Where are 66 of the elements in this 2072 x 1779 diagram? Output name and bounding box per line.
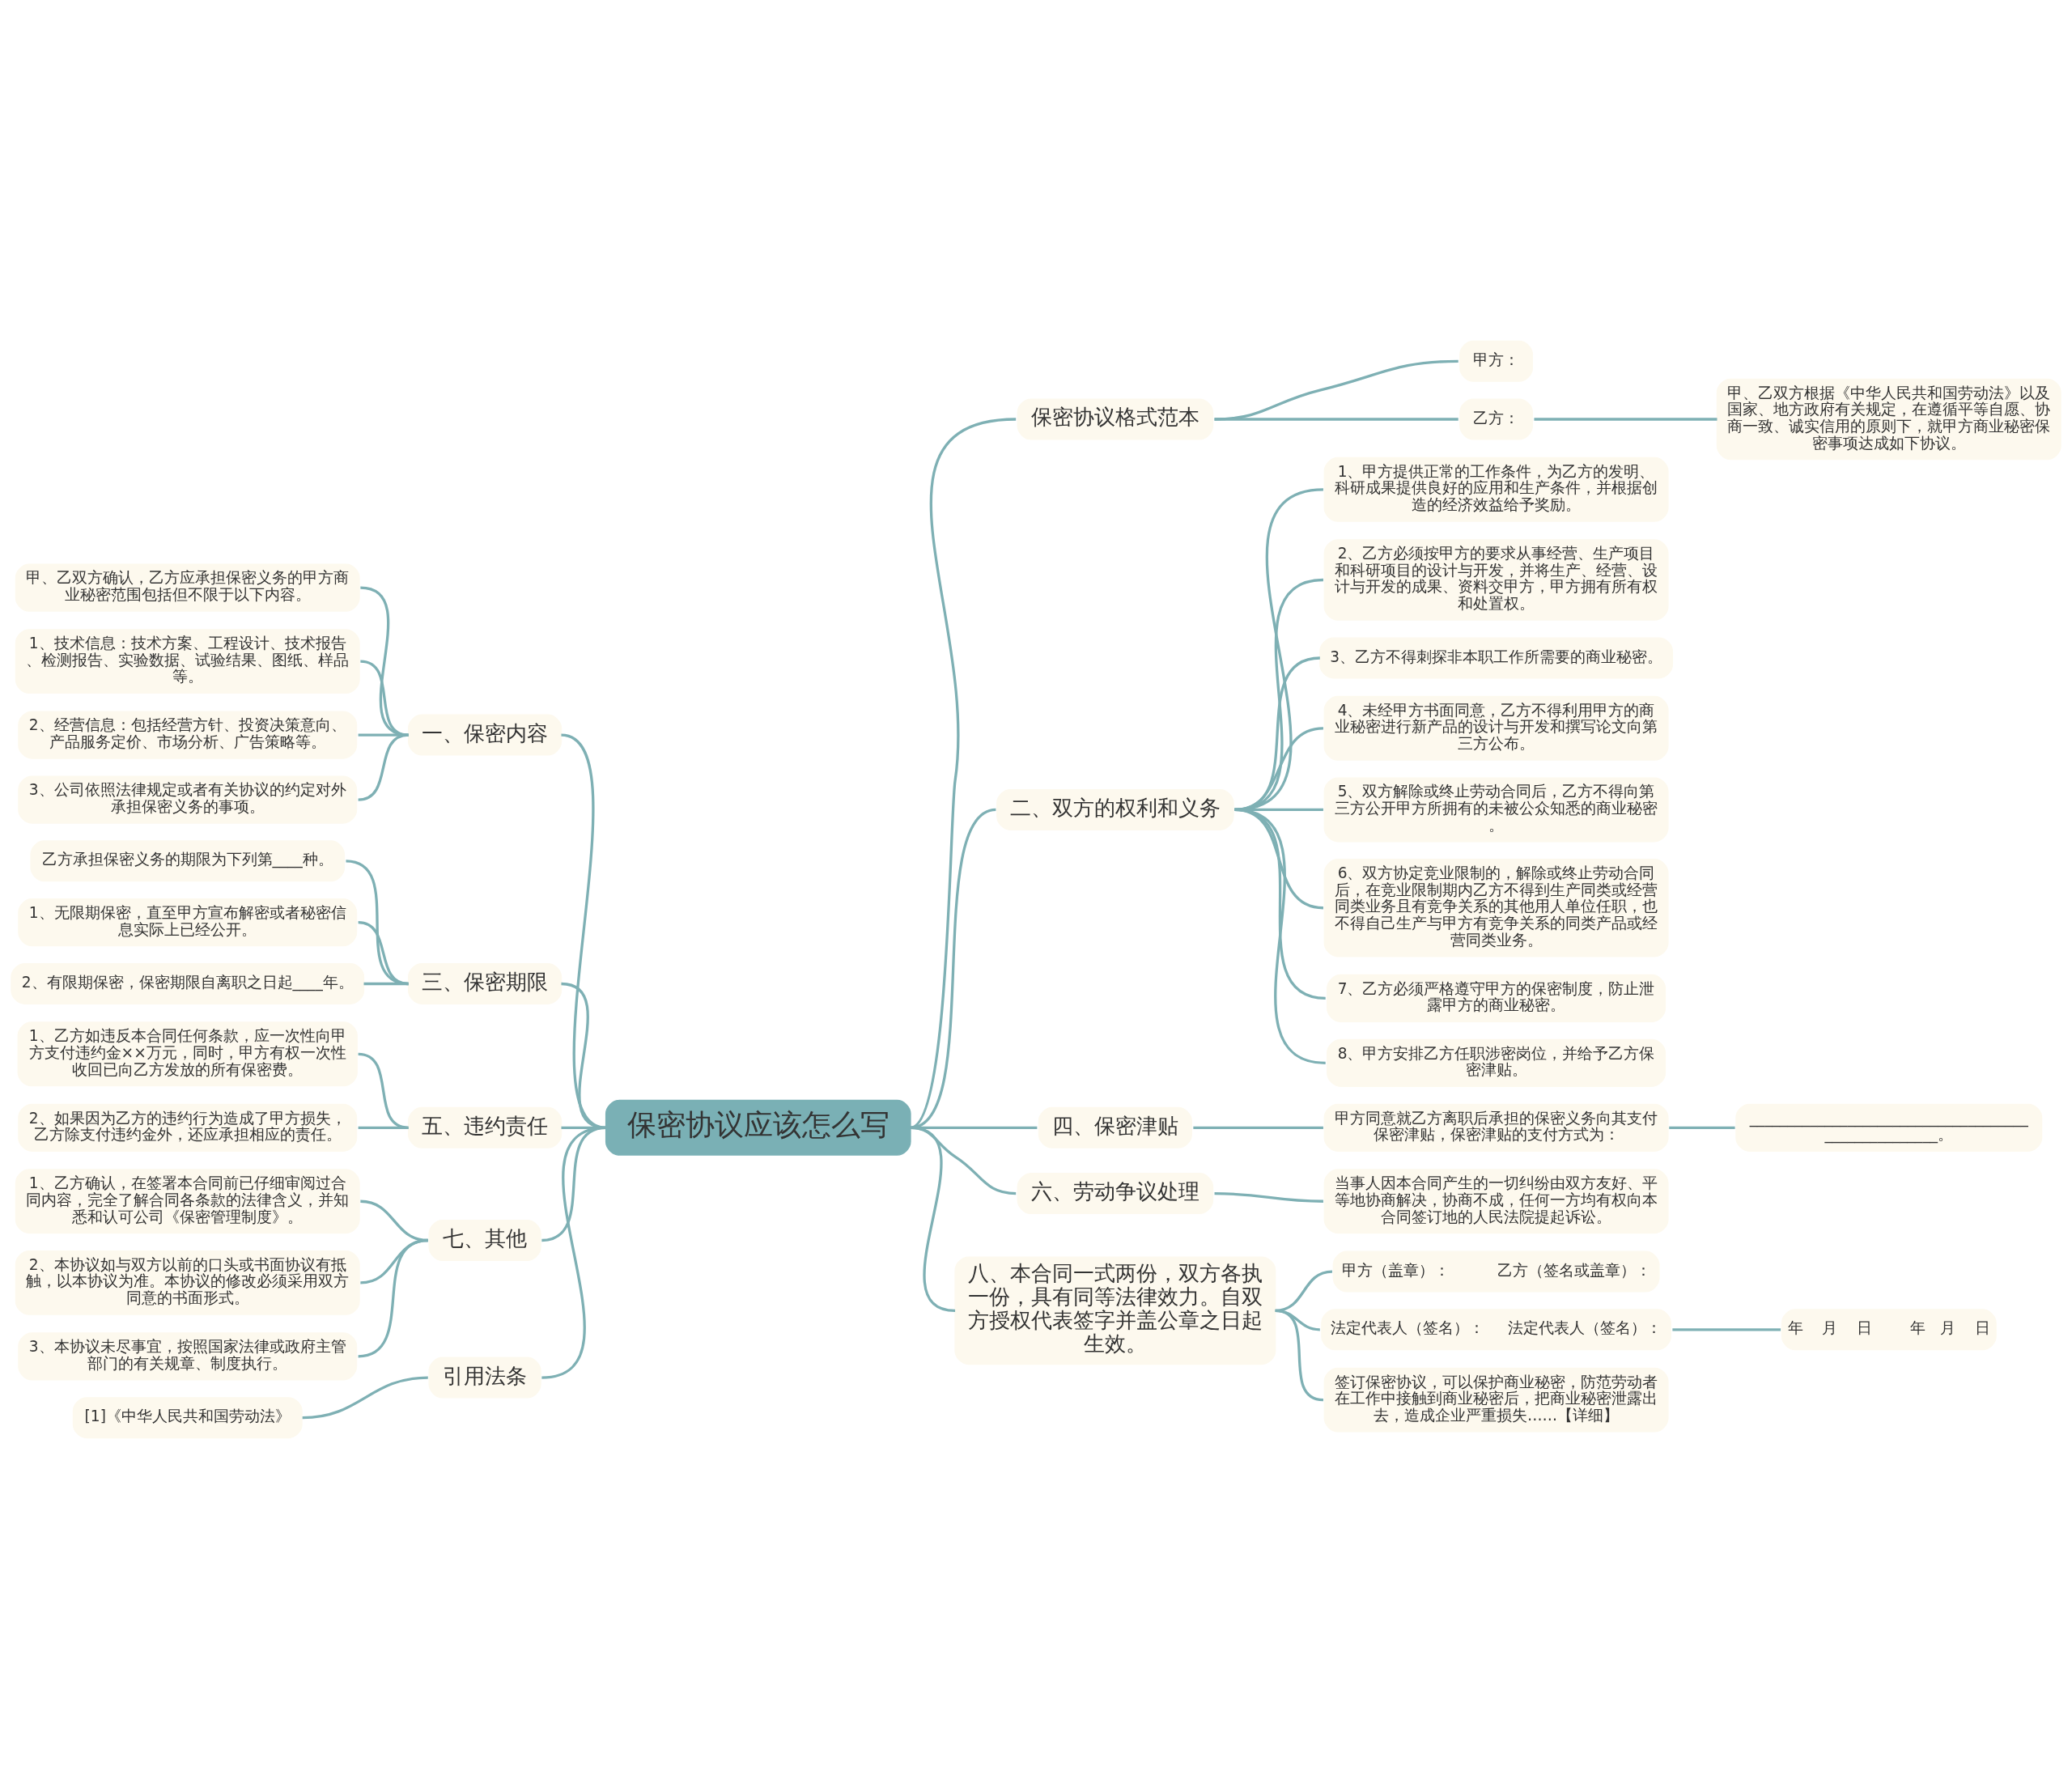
- node-box: 签订保密协议，可以保护商业秘密，防范劳动者在工作中接触到商业秘密后，把商业秘密泄露出去，造成企业严重损失……【详细】: [1323, 1367, 1669, 1433]
- node-box: 当事人因本合同产生的一切纠纷由双方友好、平等地协商解决，协商不成，任何一方均有权向本合同签订地的人民法院提起诉讼。: [1323, 1169, 1669, 1234]
- node-box: 保密协议格式范本: [1017, 398, 1214, 440]
- node-box: 1、乙方如违反本合同任何条款，应一次性向甲方支付违约金××万元，同时，甲方有权一次性收回已向乙方发放的所有保密费。: [17, 1021, 358, 1087]
- node-box: ____________________________________________________。: [1735, 1103, 2043, 1152]
- connector: [1193, 1126, 1323, 1129]
- node-box: 乙方承担保密义务的期限为下列第____种。: [30, 840, 346, 882]
- node-box: 四、保密津贴: [1038, 1106, 1192, 1148]
- connector: [1672, 1328, 1781, 1331]
- node-box: 1、甲方提供正常的工作条件，为乙方的发明、科研成果提供良好的应用和生产条件，并根据创造的经济效益给予奖励。: [1323, 456, 1669, 522]
- node-box: 2、如果因为乙方的违约行为造成了甲方损失，乙方除支付违约金外，还应承担相应的责任。: [18, 1103, 358, 1152]
- node-box: 5、双方解除或终止劳动合同后，乙方不得向第三方公开甲方所拥有的未被公众知悉的商业秘密。: [1323, 777, 1669, 843]
- connector: [1214, 1191, 1323, 1203]
- node-box: 甲、乙双方根据《中华人民共和国劳动法》以及国家、地方政府有关规定，在遵循平等自愿、协商一致、诚实信用的原则下，就甲方商业秘密保密事项达成如下协议。: [1716, 378, 2061, 461]
- connector: [1234, 808, 1327, 1064]
- node-box: 八、本合同一式两份，双方各执一份，具有同等法律效力。自双方授权代表签字并盖公章之日起生效。: [954, 1256, 1276, 1365]
- node-box: 引用法条: [428, 1357, 541, 1399]
- node-box: 1、乙方确认，在签署本合同前已仔细审阅过合同内容，完全了解合同各条款的法律含义，并知悉和认可公司《保密管理制度》。: [15, 1169, 360, 1234]
- node-box: 法定代表人（签名）： 法定代表人（签名）：: [1321, 1309, 1671, 1351]
- connector: [1214, 418, 1458, 421]
- node-box: 六、劳动争议处理: [1017, 1173, 1214, 1215]
- node-box: 二、双方的权利和义务: [996, 788, 1234, 830]
- connector: [358, 733, 409, 801]
- connector: [346, 860, 409, 986]
- node-box: 甲方：: [1459, 340, 1534, 382]
- node-box: 7、乙方必须严格遵守甲方的保密制度，防止泄露甲方的商业秘密。: [1327, 974, 1667, 1023]
- node-box: 甲方（盖章）： 乙方（签名或盖章）：: [1332, 1250, 1660, 1293]
- connector: [358, 1126, 409, 1129]
- connector: [1534, 418, 1717, 421]
- connector: [358, 1052, 409, 1129]
- node-box: 一、保密内容: [407, 714, 563, 756]
- connector: [358, 1238, 429, 1358]
- node-box: 2、有限期保密，保密期限自离职之日起____年。: [11, 962, 365, 1004]
- node-box: 乙方：: [1459, 398, 1534, 440]
- connector: [561, 982, 606, 1129]
- connector: [1275, 1270, 1333, 1312]
- node-box: 甲、乙双方确认，乙方应承担保密义务的甲方商业秘密范围包括但不限于以下内容。: [15, 563, 360, 612]
- node-box: [1]《中华人民共和国劳动法》: [72, 1397, 303, 1439]
- node-box: 2、本协议如与双方以前的口头或书面协议有抵触，以本协议为准。本协议的修改必须采用双方同意的书面形式。: [15, 1250, 360, 1315]
- node-box: 三、保密期限: [407, 962, 563, 1004]
- node-box: 保密协议应该怎么写: [605, 1099, 911, 1156]
- node-box: 4、未经甲方书面同意，乙方不得利用甲方的商业秘密进行新产品的设计与开发和撰写论文向第三方公布。: [1323, 695, 1669, 761]
- node-box: 年 月 日 年 月 日: [1781, 1309, 1997, 1351]
- connector: [302, 1376, 428, 1420]
- node-box: 1、技术信息：技术方案、工程设计、技术报告、检测报告、实验数据、试验结果、图纸、样品等。: [15, 629, 360, 694]
- connector: [363, 982, 409, 986]
- node-box: 甲方同意就乙方离职后承担的保密义务向其支付保密津贴，保密津贴的支付方式为：: [1323, 1103, 1669, 1152]
- node-box: 8、甲方安排乙方任职涉密岗位，并给予乙方保密津贴。: [1327, 1038, 1667, 1087]
- connector: [358, 921, 409, 986]
- connector: [910, 808, 996, 1129]
- node-box: 七、其他: [428, 1220, 541, 1261]
- node-box: 2、经营信息：包括经营方针、投资决策意向、产品服务定价、市场分析、广告策略等。: [18, 711, 358, 759]
- connector: [560, 733, 607, 1129]
- connector: [1275, 1309, 1324, 1402]
- node-box: 3、乙方不得刺探非本职工作所需要的商业秘密。: [1319, 637, 1674, 679]
- node-box: 五、违约责任: [407, 1106, 563, 1148]
- connector: [358, 733, 409, 737]
- connector: [1214, 359, 1458, 421]
- node-box: 1、无限期保密，直至甲方宣布解密或者秘密信息实际上已经公开。: [18, 898, 358, 947]
- node-box: 3、本协议未尽事宜，按照国家法律或政府主管部门的有关规章、制度执行。: [18, 1332, 358, 1381]
- connector: [1669, 1126, 1735, 1129]
- node-box: 6、双方协定竞业限制的，解除或终止劳动合同后，在竞业限制期内乙方不得到生产同类或经营同类业务且有竞争关系的其他用人单位任职，也不得自己生产与甲方有竞争关系的同类产品或经营同类业务。: [1323, 859, 1669, 957]
- connector: [541, 1126, 606, 1379]
- connector: [910, 418, 1017, 1129]
- node-box: 2、乙方必须按甲方的要求从事经营、生产项目和科研项目的设计与开发，并将生产、经营、设计与开发的成果、资料交甲方，甲方拥有所有权和处置权。: [1323, 539, 1669, 621]
- node-box: 3、公司依照法律规定或者有关协议的约定对外承担保密义务的事项。: [18, 775, 358, 824]
